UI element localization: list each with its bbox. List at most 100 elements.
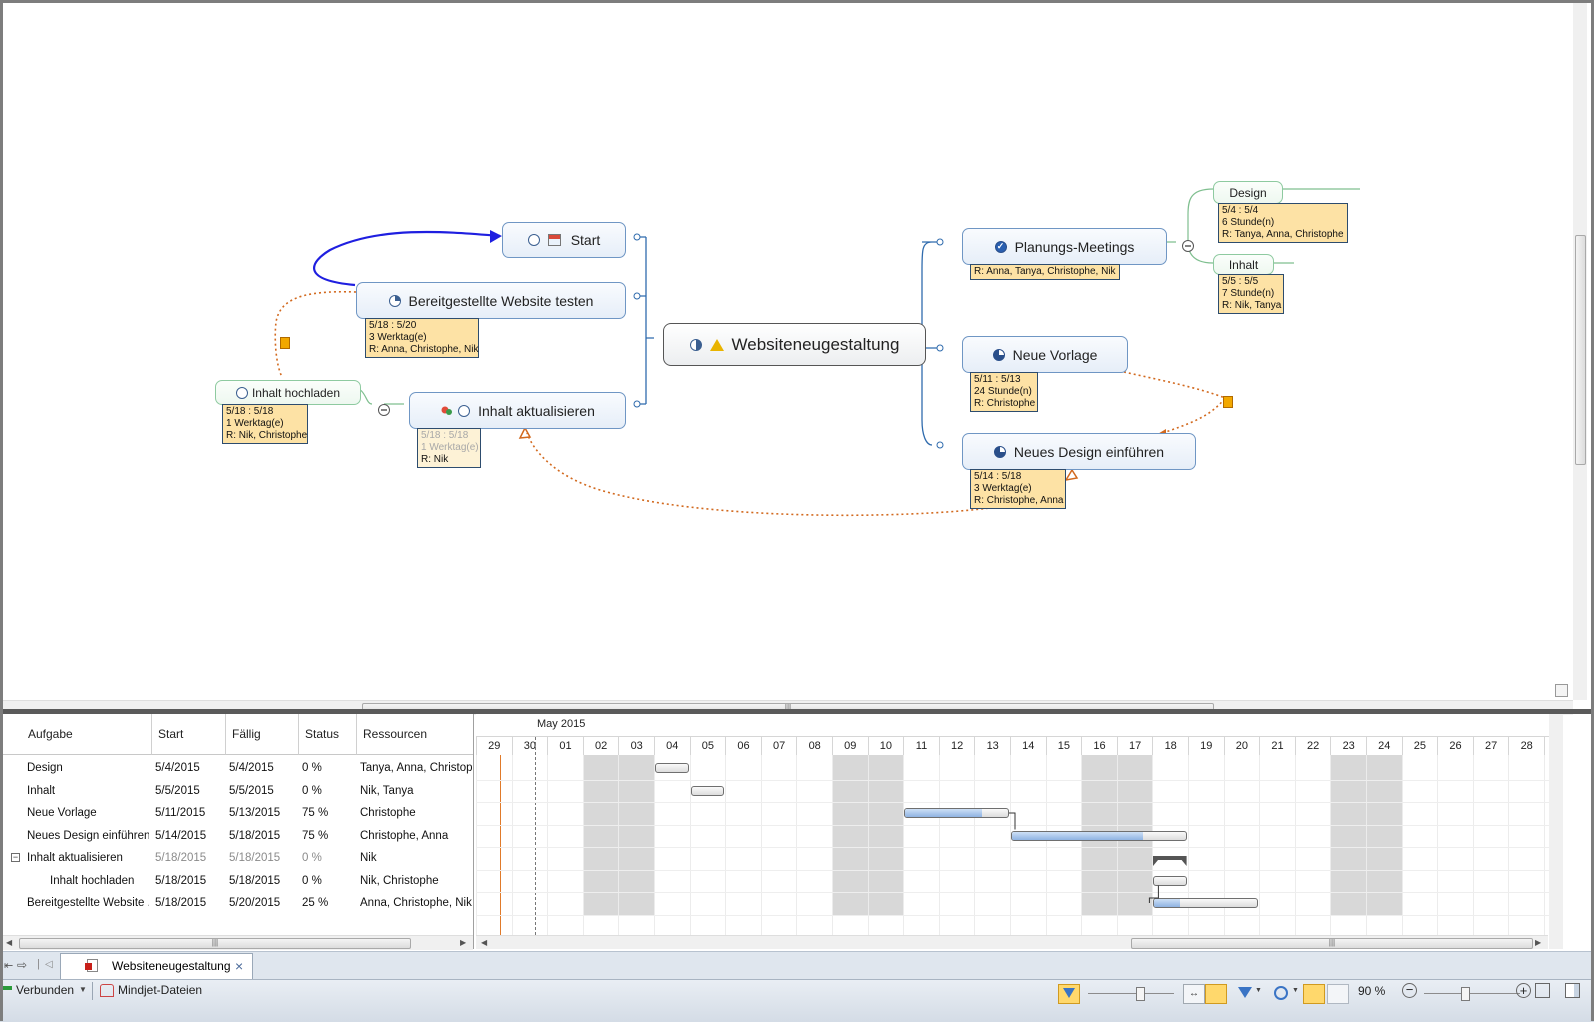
- fit-width-button[interactable]: ↔: [1183, 984, 1205, 1004]
- gantt-grid-line: [547, 755, 549, 935]
- filter-toggle-button[interactable]: [1058, 984, 1080, 1004]
- gantt-grid-line: [582, 755, 584, 935]
- gantt-weekend-column: [1330, 755, 1366, 915]
- panel-toggle-icon[interactable]: [1565, 983, 1580, 998]
- table-row[interactable]: Inhalt 5/5/2015 5/5/2015 0 % Nik, Tanya: [27, 784, 414, 797]
- progress-three-quarter-icon: [993, 445, 1006, 458]
- gantt-task-bar[interactable]: [1153, 898, 1259, 908]
- tab-nav-first-icon[interactable]: ⇤: [4, 960, 14, 972]
- collapse-icon[interactable]: −: [11, 852, 20, 862]
- table-row[interactable]: Design 5/4/2015 5/4/2015 0 % Tanya, Anna…: [27, 762, 472, 774]
- gantt-row-line: [476, 892, 1563, 893]
- central-topic[interactable]: Websiteneugestaltung: [663, 323, 926, 366]
- task-info-testen: 5/18 : 5/20 3 Werktag(e) R: Anna, Christ…: [365, 318, 479, 358]
- gantt-dependency-arrows: [1009, 812, 1159, 903]
- table-row[interactable]: − Inhalt aktualisieren 5/18/2015 5/18/20…: [11, 852, 377, 864]
- gantt-grid-line: [1259, 755, 1261, 935]
- gantt-summary-bar[interactable]: [1153, 853, 1187, 866]
- gantt-weekend-column: [618, 755, 654, 915]
- table-row[interactable]: Bereitgestellte Website ... 5/18/2015 5/…: [27, 897, 472, 909]
- gantt-progress-fill: [1154, 899, 1181, 907]
- grid-horizontal-scrollbar[interactable]: ◀ ||| ▶: [3, 935, 473, 950]
- gantt-grid-line: [1152, 755, 1154, 935]
- topic-vorlage[interactable]: Neue Vorlage: [962, 336, 1128, 373]
- layout-toggle-button[interactable]: [1205, 984, 1227, 1004]
- gantt-weekend-column: [832, 755, 868, 915]
- chevron-down-icon[interactable]: ▼: [79, 985, 87, 994]
- detail-slider-track[interactable]: [1088, 993, 1174, 994]
- gantt-task-bar[interactable]: [1153, 875, 1187, 886]
- tab-nav-next-icon[interactable]: ⇨: [17, 958, 28, 972]
- zoom-out-icon[interactable]: −: [1402, 983, 1417, 998]
- topic-testen[interactable]: Bereitgestellte Website testen: [356, 282, 626, 319]
- gantt-grid-line: [1472, 755, 1474, 935]
- column-header-start[interactable]: Start: [152, 714, 226, 755]
- task-grid: Aufgabe Start Fällig Status Ressourcen D…: [3, 714, 474, 950]
- gantt-day-label: 10: [867, 737, 904, 755]
- close-icon[interactable]: ×: [235, 958, 244, 974]
- progress-empty-icon: [235, 386, 248, 399]
- gantt-task-bar[interactable]: [904, 808, 1009, 818]
- gantt-vertical-scrollbar[interactable]: [1549, 714, 1563, 949]
- gantt-horizontal-scrollbar[interactable]: ◀ ||| ▶: [476, 935, 1548, 949]
- zoom-slider-track[interactable]: [1424, 993, 1520, 994]
- topic-design-einfuehren[interactable]: Neues Design einführen: [962, 433, 1196, 470]
- gantt-day-label: 25: [1401, 737, 1438, 755]
- gantt-grid-line: [867, 755, 869, 935]
- progress-three-quarter-icon: [992, 348, 1005, 361]
- table-row[interactable]: Inhalt hochladen 5/18/2015 5/18/2015 0 %…: [50, 874, 439, 887]
- task-info-inhalt: 5/5 : 5/5 7 Stunde(n) R: Nik, Tanya: [1218, 274, 1284, 314]
- pane-splitter[interactable]: [0, 709, 1594, 714]
- fit-map-icon[interactable]: [1535, 983, 1550, 998]
- mindmap-canvas[interactable]: Websiteneugestaltung Start Bereitgestell…: [0, 0, 1594, 722]
- topic-aktualisieren[interactable]: Inhalt aktualisieren: [409, 392, 626, 429]
- table-row[interactable]: Neues Design einführen 5/14/2015 5/18/20…: [27, 829, 449, 842]
- column-header-task[interactable]: Aufgabe: [3, 714, 152, 755]
- column-header-resources[interactable]: Ressourcen: [357, 714, 473, 755]
- gantt-task-bar[interactable]: [1011, 830, 1187, 841]
- tab-nav-left-icon[interactable]: ◁: [45, 959, 53, 970]
- focus-menu-button[interactable]: ▼: [1271, 984, 1301, 1004]
- gantt-grid-line: [903, 755, 905, 935]
- topic-hochladen[interactable]: Inhalt hochladen: [215, 380, 361, 405]
- column-header-status[interactable]: Status: [299, 714, 357, 755]
- map-vertical-scrollbar[interactable]: [1573, 3, 1587, 700]
- gantt-grid-line: [1437, 755, 1439, 935]
- gantt-task-bar[interactable]: [655, 763, 689, 773]
- gantt-day-label: 30: [511, 737, 548, 755]
- topic-aktualisieren-label: Inhalt aktualisieren: [478, 402, 595, 419]
- topic-start[interactable]: Start: [502, 222, 626, 258]
- filter-icon: [1063, 988, 1075, 998]
- table-row[interactable]: Neue Vorlage 5/11/2015 5/13/2015 75 % Ch…: [27, 807, 416, 819]
- progress-half-icon: [689, 338, 702, 351]
- progress-quarter-icon: [388, 294, 401, 307]
- gantt-grid-line: [654, 755, 655, 935]
- connection-status[interactable]: Verbunden: [16, 983, 75, 997]
- topic-design-einfuehren-label: Neues Design einführen: [1013, 443, 1165, 460]
- gantt-scroll-thumb[interactable]: |||: [1131, 938, 1533, 949]
- zoom-slider-thumb[interactable]: [1461, 987, 1470, 1001]
- mindjet-files-link[interactable]: Mindjet-Dateien: [118, 983, 203, 997]
- topic-design[interactable]: Design: [1213, 181, 1283, 204]
- outline-view-button[interactable]: [1327, 984, 1349, 1004]
- zoom-in-icon[interactable]: +: [1516, 983, 1531, 998]
- topic-inhalt[interactable]: Inhalt: [1213, 254, 1274, 275]
- map-vertical-scroll-thumb[interactable]: [1575, 235, 1586, 465]
- zoom-level: 90 %: [1358, 984, 1386, 998]
- column-header-due[interactable]: Fällig: [226, 714, 299, 755]
- flag-icon: [280, 337, 290, 349]
- tab-websiteneugestaltung[interactable]: Websiteneugestaltung ×: [60, 953, 253, 979]
- gantt-task-bar[interactable]: [690, 785, 725, 796]
- tab-nav-prev-icon[interactable]: |: [37, 958, 40, 970]
- topic-meetings[interactable]: ✓ Planungs-Meetings: [962, 228, 1167, 265]
- map-view-button[interactable]: [1303, 984, 1325, 1004]
- gantt-day-label: 04: [654, 737, 690, 755]
- gantt-row-line: [476, 802, 1563, 803]
- detail-slider-thumb[interactable]: [1136, 987, 1145, 1001]
- map-overview-button[interactable]: [1555, 684, 1568, 697]
- gantt-day-label: 28: [1508, 737, 1544, 755]
- gantt-project-start-line: [535, 737, 536, 935]
- grid-scroll-thumb[interactable]: |||: [19, 938, 411, 949]
- filter-menu-button[interactable]: ▼: [1234, 984, 1264, 1004]
